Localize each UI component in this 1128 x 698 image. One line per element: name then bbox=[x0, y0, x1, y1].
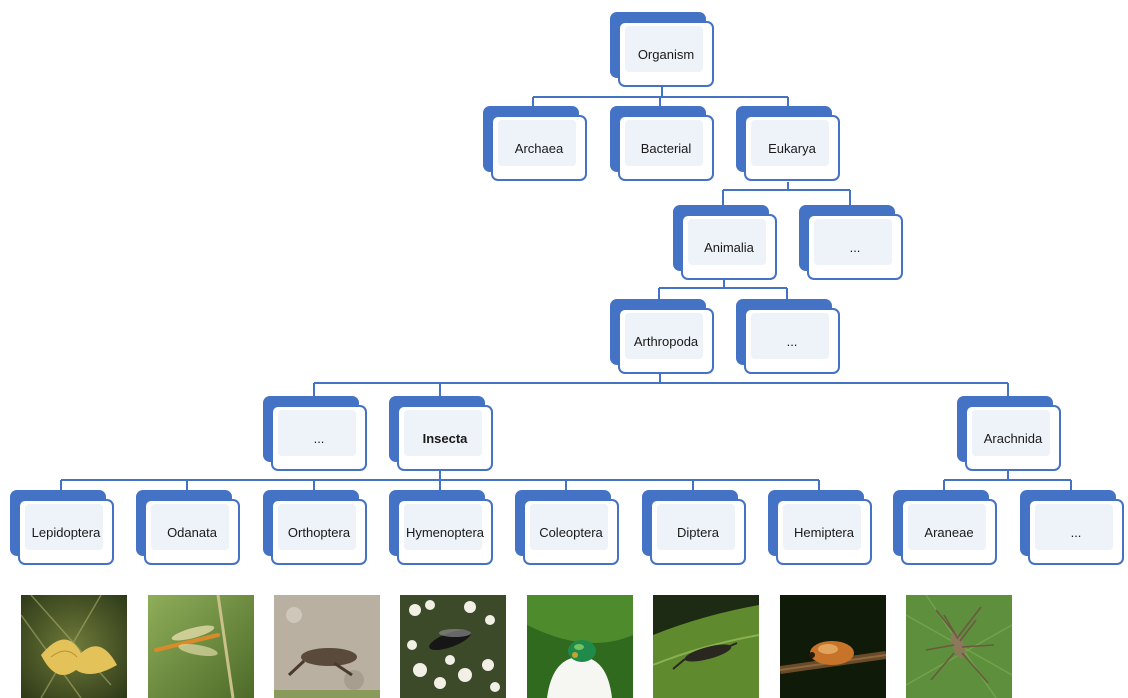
planthopper-photo bbox=[780, 595, 886, 698]
node-label: Diptera bbox=[677, 524, 719, 540]
node-arthropoda: Arthropoda bbox=[610, 299, 714, 374]
node-arachnida-other: ... bbox=[1020, 490, 1124, 565]
node-hemiptera: Hemiptera bbox=[768, 490, 872, 565]
node-label: Archaea bbox=[514, 140, 564, 156]
node-lepidoptera: Lepidoptera bbox=[10, 490, 114, 565]
node-animalia: Animalia bbox=[673, 205, 777, 280]
node-odanata: Odanata bbox=[136, 490, 240, 565]
node-label: ... bbox=[313, 430, 325, 446]
node-label: Araneae bbox=[924, 524, 974, 540]
green-beetle-photo bbox=[527, 595, 633, 698]
node-eukarya-other: ... bbox=[799, 205, 903, 280]
node-archaea: Archaea bbox=[483, 106, 587, 181]
node-hymenoptera: Hymenoptera bbox=[389, 490, 493, 565]
node-label: ... bbox=[849, 239, 861, 255]
node-label: Odanata bbox=[167, 524, 217, 540]
orange-dragonfly-photo bbox=[148, 595, 254, 698]
node-label: Organism bbox=[637, 46, 695, 62]
fly-on-leaf-photo bbox=[653, 595, 759, 698]
node-label: Bacterial bbox=[640, 140, 692, 156]
node-label: Eukarya bbox=[768, 140, 816, 156]
node-label: Animalia bbox=[704, 239, 754, 255]
node-label: Hymenoptera bbox=[405, 524, 485, 540]
yellow-moth-photo bbox=[21, 595, 127, 698]
node-label: Lepidoptera bbox=[31, 524, 101, 540]
node-label: Arachnida bbox=[983, 430, 1043, 446]
node-diptera: Diptera bbox=[642, 490, 746, 565]
grasshopper-photo bbox=[274, 595, 380, 698]
node-orthoptera: Orthoptera bbox=[263, 490, 367, 565]
node-eukarya: Eukarya bbox=[736, 106, 840, 181]
wasp-on-flowers-photo bbox=[400, 595, 506, 698]
node-araneae: Araneae bbox=[893, 490, 997, 565]
node-label: Hemiptera bbox=[794, 524, 854, 540]
node-insecta: Insecta bbox=[389, 396, 493, 471]
node-label: Insecta bbox=[422, 430, 468, 446]
node-label: Coleoptera bbox=[539, 524, 603, 540]
node-arthropoda-other: ... bbox=[263, 396, 367, 471]
node-organism: Organism bbox=[610, 12, 714, 87]
node-bacterial: Bacterial bbox=[610, 106, 714, 181]
node-label: ... bbox=[1070, 524, 1082, 540]
node-label: Orthoptera bbox=[287, 524, 351, 540]
node-label: ... bbox=[786, 333, 798, 349]
node-animalia-other: ... bbox=[736, 299, 840, 374]
node-coleoptera: Coleoptera bbox=[515, 490, 619, 565]
node-arachnida: Arachnida bbox=[957, 396, 1061, 471]
spider-photo bbox=[906, 595, 1012, 698]
node-label: Arthropoda bbox=[633, 333, 699, 349]
